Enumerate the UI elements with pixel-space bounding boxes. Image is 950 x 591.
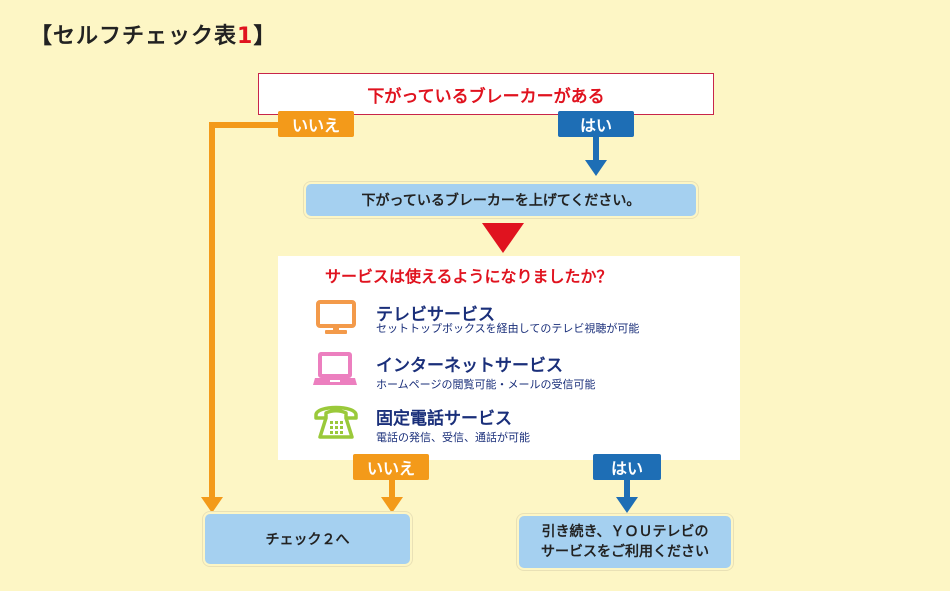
no-arrow-bottom (381, 497, 403, 513)
panel-question: サービスは使えるようになりましたか？ (325, 267, 613, 286)
service-desc-internet: ホームページの閲覧可能・メールの受信可能 (376, 378, 596, 391)
tv-icon (316, 300, 356, 334)
yes-badge-bottom: はい (593, 454, 661, 480)
yes-path-top (593, 137, 599, 161)
breaker-step-box: 下がっているブレーカーを上げてください。 (306, 184, 696, 216)
no-badge-bottom: いいえ (353, 454, 429, 480)
service-desc-tv: セットトップボックスを経由してのテレビ視聴が可能 (376, 322, 640, 335)
breaker-step-text: 下がっているブレーカーを上げてください。 (361, 193, 641, 209)
result-check2-text: チェック２へ (265, 532, 350, 548)
yes-arrow-top (585, 160, 607, 176)
no-arrow-left (201, 497, 223, 513)
result-check2-box: チェック２へ (205, 514, 410, 564)
services-panel (278, 256, 740, 460)
telephone-icon (314, 405, 358, 439)
page-title: 【セルフチェック表1】 (30, 24, 277, 49)
service-title-tv: テレビサービス (376, 305, 495, 325)
result-continue-line2: サービスをご利用ください (541, 544, 709, 560)
no-path-vertical (209, 122, 215, 500)
result-continue-box: 引き続き、ＹＯＵテレビの サービスをご利用ください (519, 516, 731, 568)
no-path-bottom (389, 480, 395, 498)
laptop-icon (313, 352, 357, 385)
result-continue-line1: 引き続き、ＹＯＵテレビの (541, 524, 709, 540)
yes-path-bottom (624, 480, 630, 498)
service-desc-phone: 電話の発信、受信、通話が可能 (376, 431, 530, 444)
service-title-internet: インターネットサービス (376, 356, 563, 376)
yes-badge-top: はい (558, 111, 634, 137)
yes-arrow-bottom (616, 497, 638, 513)
question-text: 下がっているブレーカーがある (367, 86, 605, 107)
no-path-horizontal (209, 122, 281, 128)
no-badge-top: いいえ (278, 111, 354, 137)
service-title-phone: 固定電話サービス (376, 409, 512, 429)
question-box: 下がっているブレーカーがある (258, 73, 714, 115)
down-triangle-icon (482, 223, 524, 253)
